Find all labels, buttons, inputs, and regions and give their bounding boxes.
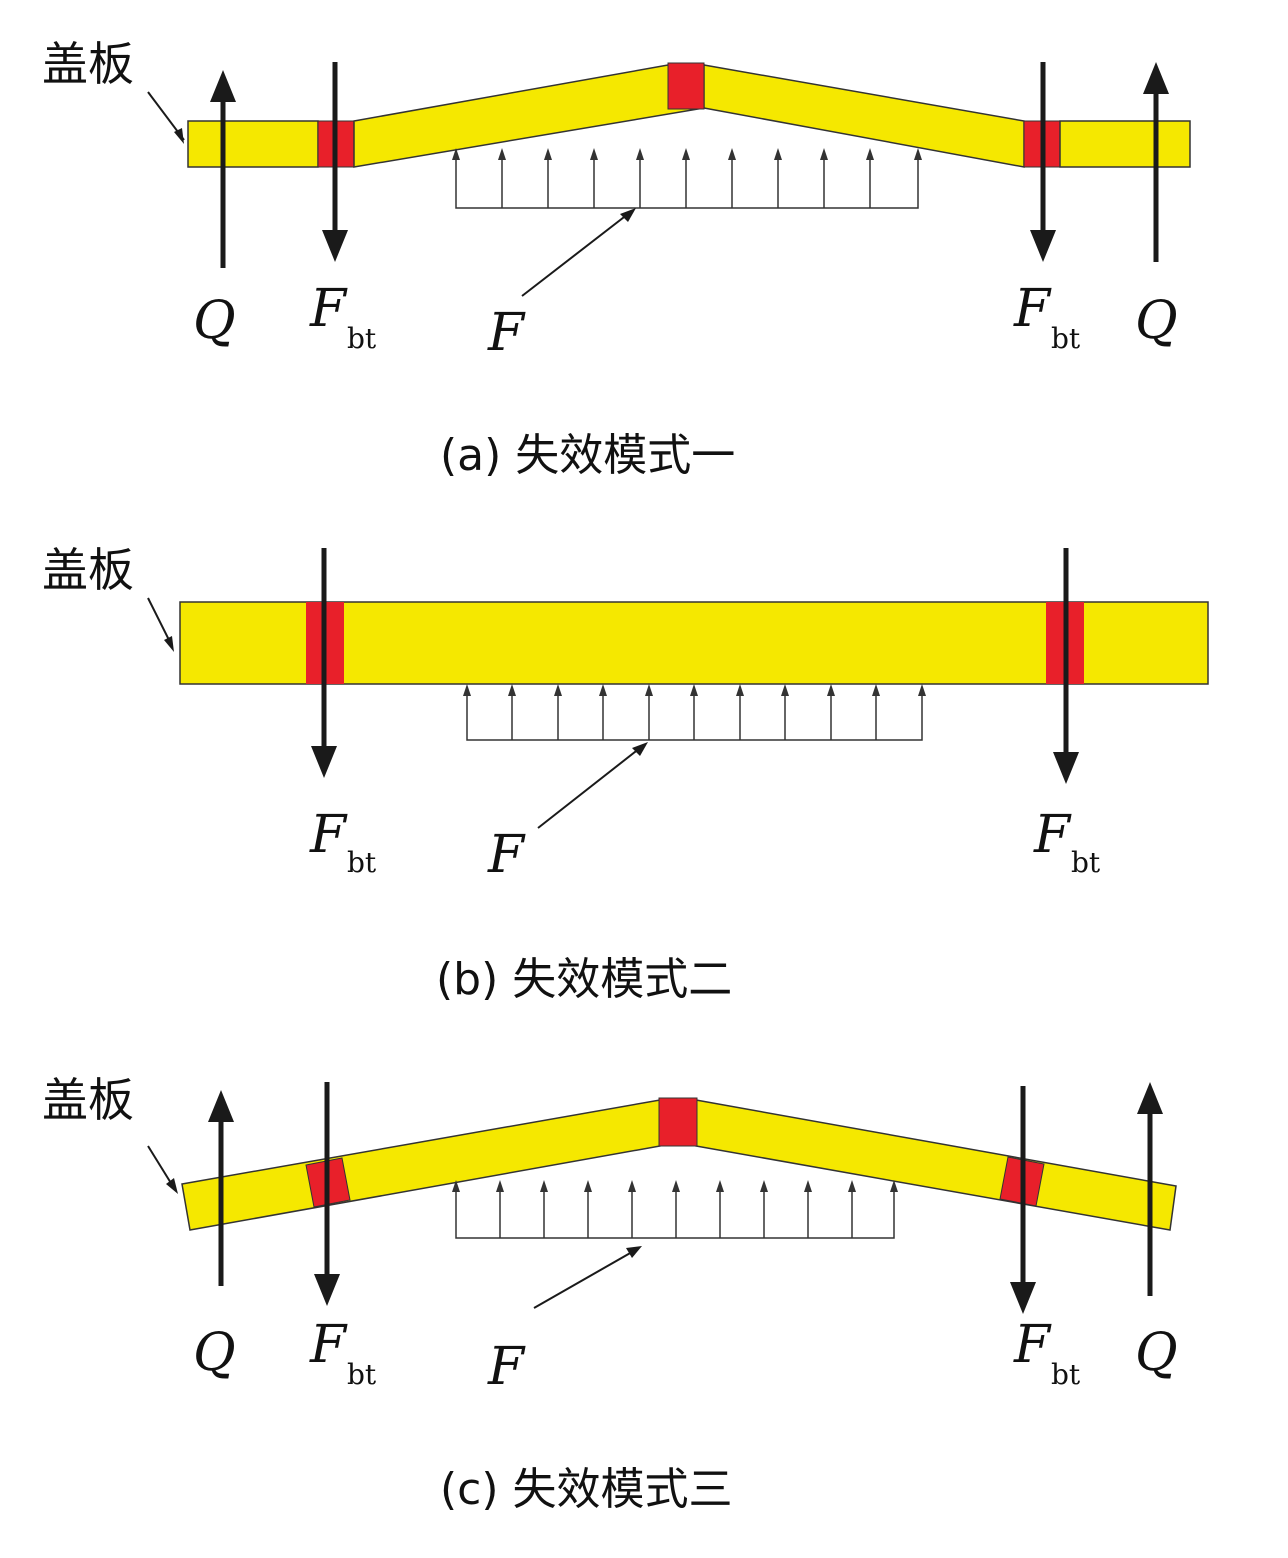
- plate-rise-a: [353, 64, 705, 168]
- plate-pointer-head-c: [166, 1178, 178, 1194]
- f-pointer-a: [521, 213, 629, 297]
- plate-left-a: [187, 120, 319, 168]
- panel-b: 盖板: [42, 543, 1209, 1005]
- caption-a: (a) 失效模式一: [440, 430, 735, 481]
- caption-c: (c) 失效模式三: [440, 1464, 733, 1515]
- f-label-a: F: [487, 303, 526, 363]
- fbt-arrow-right-head-a: [1030, 230, 1056, 262]
- bolt-center-c: [658, 1097, 698, 1147]
- fbt-arrow-left-head-a: [322, 230, 348, 262]
- fbt-label-right-c: F: [1013, 1315, 1052, 1375]
- distributed-load-a: [455, 152, 919, 209]
- fbt-arrow-right-head-c: [1010, 1282, 1036, 1314]
- plate-pointer-head-a: [174, 128, 184, 144]
- fbt-arrow-left-head-c: [314, 1274, 340, 1306]
- panel-a: 盖板: [42, 37, 1191, 481]
- plate-pointer-c: [147, 1145, 175, 1189]
- distributed-load-heads-c: [452, 1180, 898, 1192]
- q-label-left-a: Q: [193, 291, 236, 351]
- fbt-label-left-c: F: [309, 1315, 348, 1375]
- fbt-label-left-b: F: [309, 805, 348, 865]
- distributed-load-c: [455, 1186, 895, 1239]
- q-label-left-c: Q: [193, 1323, 236, 1383]
- q-arrow-right-head-c: [1137, 1082, 1163, 1114]
- panel-c: 盖板: [42, 1073, 1178, 1515]
- q-arrow-left-head-a: [210, 70, 236, 102]
- fbt-label-right-a: F: [1013, 279, 1052, 339]
- f-pointer-head-b: [632, 742, 648, 756]
- fbt-sub-right-c: bt: [1051, 1358, 1081, 1391]
- fbt-sub-left-c: bt: [347, 1358, 377, 1391]
- f-pointer-head-c: [626, 1246, 642, 1258]
- fbt-sub-left-b: bt: [347, 846, 377, 879]
- fbt-sub-right-a: bt: [1051, 322, 1081, 355]
- q-label-right-a: Q: [1135, 291, 1178, 351]
- fbt-arrow-left-head-b: [311, 746, 337, 778]
- distributed-load-b: [466, 690, 923, 741]
- plate-right-a: [1059, 120, 1191, 168]
- plate-pointer-head-b: [164, 636, 174, 652]
- f-label-c: F: [487, 1337, 526, 1397]
- plate-label-a: 盖板: [42, 37, 134, 91]
- distributed-load-heads-a: [452, 148, 922, 160]
- fbt-label-right-b: F: [1033, 805, 1072, 865]
- fbt-label-left-a: F: [309, 279, 348, 339]
- fbt-sub-left-a: bt: [347, 322, 377, 355]
- f-pointer-c: [533, 1251, 633, 1309]
- q-arrow-right-head-a: [1143, 62, 1169, 94]
- f-label-b: F: [487, 825, 526, 885]
- plate-fall-a: [703, 64, 1025, 168]
- q-label-right-c: Q: [1135, 1323, 1178, 1383]
- f-pointer-b: [537, 747, 641, 829]
- f-pointer-head-a: [620, 208, 636, 222]
- plate-fall-c: [695, 1099, 1177, 1231]
- bolt-center-a: [667, 62, 705, 110]
- plate-label-b: 盖板: [42, 543, 134, 597]
- caption-b: (b) 失效模式二: [436, 954, 732, 1005]
- plate-label-c: 盖板: [42, 1073, 134, 1127]
- fbt-arrow-right-head-b: [1053, 752, 1079, 784]
- fbt-sub-right-b: bt: [1071, 846, 1101, 879]
- q-arrow-left-head-c: [208, 1090, 234, 1122]
- distributed-load-heads-b: [463, 684, 926, 696]
